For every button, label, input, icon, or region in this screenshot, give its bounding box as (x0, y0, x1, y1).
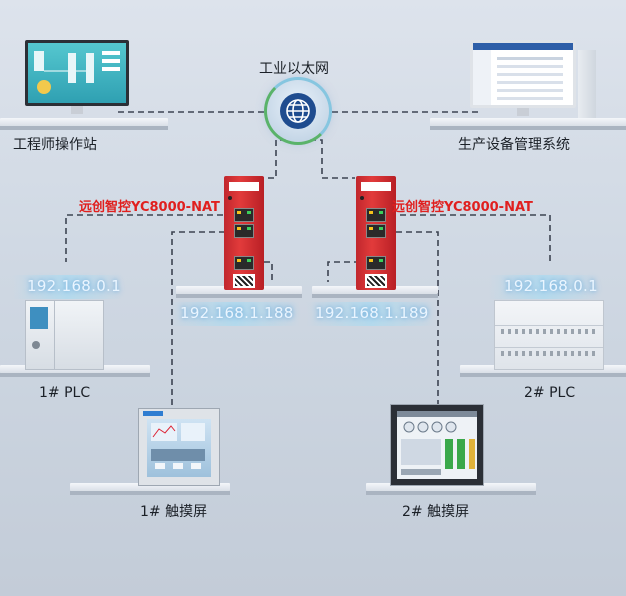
gateway-right-name: 远创智控YC8000-NAT (392, 200, 533, 215)
ethernet-port (234, 224, 254, 238)
wire-gateway-left-down (244, 261, 273, 282)
wire-gateway-right-to-plc2 (380, 214, 551, 262)
shelf-hmi-right (366, 483, 536, 497)
shelf-gateway-left (176, 286, 302, 300)
management-system-label: 生产设备管理系统 (458, 137, 570, 153)
plc-left-ip: 192.168.0.1 (27, 277, 121, 295)
ip-highlight (12, 275, 122, 299)
hmi-left-label: 1# 触摸屏 (140, 504, 208, 520)
ethernet-port (366, 208, 386, 222)
gateway-left-device (224, 176, 264, 290)
hmi-graphic (151, 423, 205, 469)
process-graphic (34, 51, 120, 94)
ethernet-port (366, 224, 386, 238)
qr-code (365, 274, 387, 288)
monitor-stand (517, 108, 529, 116)
plc-right-label: 2# PLC (524, 385, 576, 401)
status-led (228, 196, 232, 200)
plc-left-device (25, 300, 104, 370)
device-logo (229, 182, 259, 191)
hmi-right-device (390, 404, 484, 486)
hmi-left-device (138, 408, 220, 486)
shelf-gateway-right (312, 286, 438, 300)
hmi-right-label: 2# 触摸屏 (402, 504, 470, 520)
shelf-management (430, 118, 626, 132)
shelf-engineer (0, 118, 168, 132)
hmi-screen (147, 419, 211, 477)
hmi-graphic (397, 411, 477, 475)
monitor-stand (71, 106, 83, 114)
ethernet-port (234, 256, 254, 270)
hmi-screen (397, 411, 477, 479)
wire-gateway-left-to-hmi1 (171, 231, 225, 410)
ethernet-port (366, 256, 386, 270)
plc-right-device (494, 300, 604, 370)
ip-highlight (488, 275, 598, 299)
management-table-graphic (473, 43, 573, 105)
wire-gateway-left-to-plc1 (65, 214, 223, 262)
globe-icon (280, 93, 316, 129)
wire-network-to-gateway-right (310, 139, 355, 179)
hmi-brand-strip (143, 411, 163, 416)
plc-display (30, 307, 48, 329)
management-system-monitor (470, 40, 576, 108)
plc-right-ip: 192.168.0.1 (504, 277, 598, 295)
gateway-right-ip: 192.168.1.189 (315, 304, 429, 322)
ip-highlight (170, 302, 300, 326)
wire-gateway-right-down (327, 261, 360, 282)
gateway-left-ip: 192.168.1.188 (180, 304, 294, 322)
network-ring (264, 77, 332, 145)
ethernet-port (234, 208, 254, 222)
gateway-right-device (356, 176, 396, 290)
device-logo (361, 182, 391, 191)
management-screen (473, 43, 573, 105)
scada-screen (28, 43, 126, 103)
status-led (360, 196, 364, 200)
wire-network-to-gateway-left (245, 139, 286, 179)
ip-highlight (306, 302, 436, 326)
computer-tower (578, 50, 596, 118)
wire-gateway-right-to-hmi2 (376, 231, 439, 410)
gateway-left-name: 远创智控YC8000-NAT (79, 200, 220, 215)
qr-code (233, 274, 255, 288)
plc-left-label: 1# PLC (39, 385, 91, 401)
engineer-station-label: 工程师操作站 (13, 137, 97, 153)
network-title: 工业以太网 (259, 61, 329, 77)
shelf-hmi-left (70, 483, 230, 497)
engineer-station-monitor (25, 40, 129, 106)
